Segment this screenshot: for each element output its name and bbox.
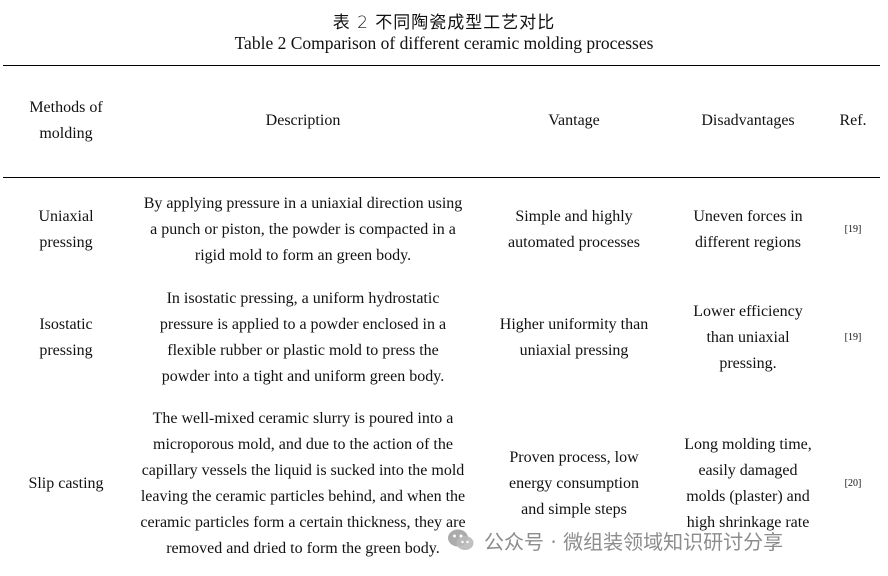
watermark-text: 公众号 · 微组装领域知识研讨分享 — [484, 529, 784, 554]
vantage-text: Simple and highly automated processes — [508, 208, 640, 251]
description-text: The well-mixed ceramic slurry is poured … — [140, 410, 466, 557]
table-row-3-ref: [20] — [828, 392, 878, 576]
disadvantages-text: Lower efficiency than uniaxial pressing. — [693, 303, 803, 372]
vantage-text: Higher uniformity than uniaxial pressing — [499, 316, 649, 359]
table-caption-chinese: 表 2 不同陶瓷成型工艺对比 — [332, 13, 556, 33]
table-row-3-description: The well-mixed ceramic slurry is poured … — [133, 392, 473, 576]
table-caption-english: Table 2 Comparison of different ceramic … — [234, 33, 654, 53]
disadvantages-text: Uneven forces in different regions — [693, 208, 803, 251]
table-row-1-description: By applying pressure in a uniaxial direc… — [133, 178, 473, 282]
header-vantage-label: Vantage — [548, 112, 600, 129]
method-text: Slip casting — [28, 475, 104, 492]
ref-text: [19] — [844, 332, 862, 343]
table-row-1-vantage: Simple and highly automated processes — [480, 178, 668, 282]
method-text: Uniaxial pressing — [38, 208, 94, 251]
vantage-text: Proven process, low energy consumption a… — [509, 449, 639, 518]
watermark: 公众号 · 微组装领域知识研讨分享 — [446, 522, 783, 558]
method-text: Isostatic pressing — [39, 316, 93, 359]
table-row-1-method: Uniaxial pressing — [12, 178, 120, 282]
description-text: By applying pressure in a uniaxial direc… — [143, 195, 463, 264]
header-methods-label: Methods of molding — [29, 99, 103, 142]
wechat-icon — [446, 525, 476, 555]
header-description: Description — [133, 66, 473, 176]
header-ref: Ref. — [828, 66, 878, 176]
table-row-2-description: In isostatic pressing, a uniform hydrost… — [133, 286, 473, 390]
table-row-2-ref: [19] — [828, 286, 878, 390]
table-row-3-disadvantages: Long molding time, easily damaged molds … — [678, 392, 818, 576]
description-text: In isostatic pressing, a uniform hydrost… — [159, 290, 447, 385]
header-description-label: Description — [265, 112, 341, 129]
table-row-3-method: Slip casting — [12, 392, 120, 576]
table-row-1-ref: [19] — [828, 178, 878, 282]
disadvantages-text: Long molding time, easily damaged molds … — [684, 436, 812, 531]
table-row-1-disadvantages: Uneven forces in different regions — [678, 178, 818, 282]
ref-text: [20] — [844, 478, 862, 489]
header-methods: Methods of molding — [12, 66, 120, 176]
header-vantage: Vantage — [480, 66, 668, 176]
table-row-2-disadvantages: Lower efficiency than uniaxial pressing. — [678, 286, 818, 390]
header-disadvantages-label: Disadvantages — [701, 112, 795, 129]
table-row-2-method: Isostatic pressing — [12, 286, 120, 390]
table-row-3-vantage: Proven process, low energy consumption a… — [480, 392, 668, 576]
table-row-2-vantage: Higher uniformity than uniaxial pressing — [480, 286, 668, 390]
table-header-rule — [3, 177, 880, 178]
table-top-rule — [3, 65, 880, 66]
header-disadvantages: Disadvantages — [678, 66, 818, 176]
header-ref-label: Ref. — [839, 112, 867, 129]
ref-text: [19] — [844, 224, 862, 235]
